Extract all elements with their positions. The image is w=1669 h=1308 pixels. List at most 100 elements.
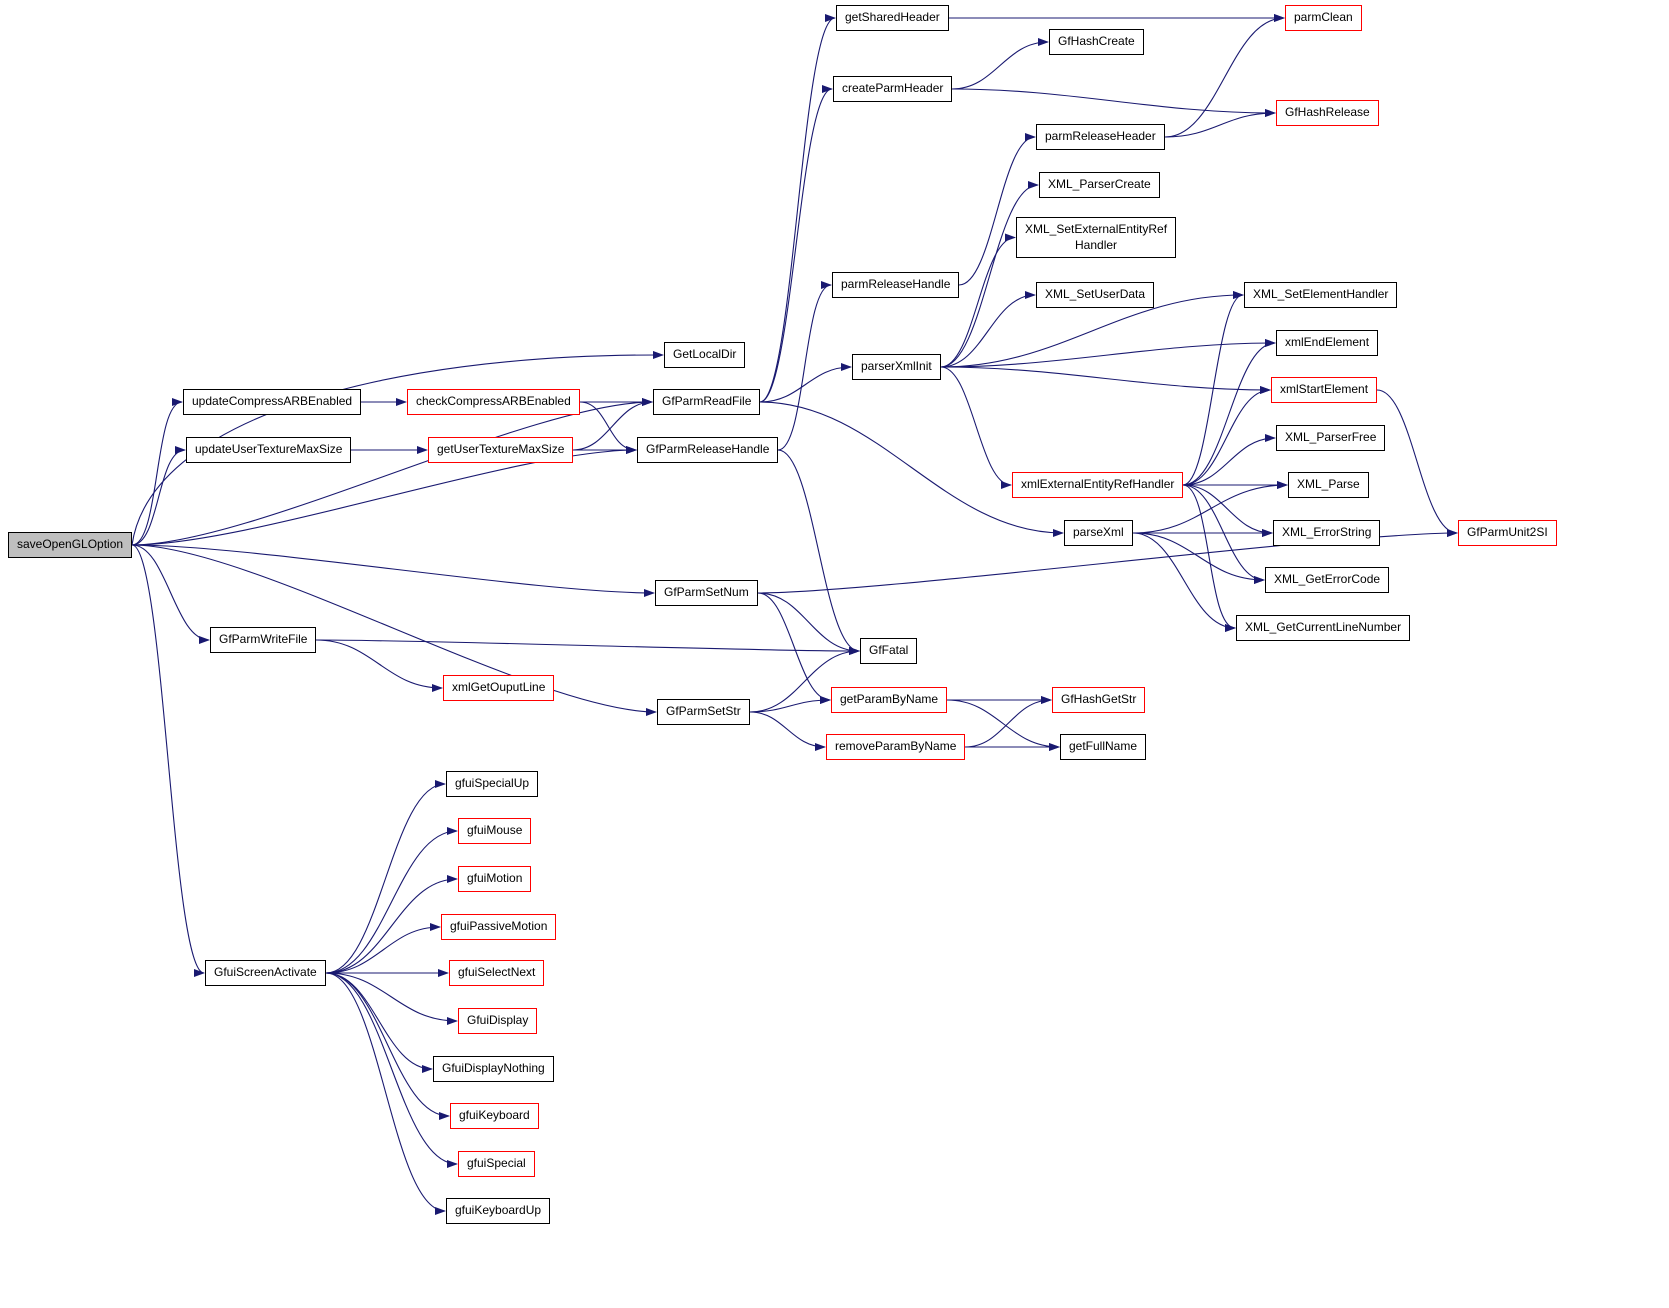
edge-GfuiScreenActivate-GfuiDisplay [325,972,458,1025]
edge-GfuiScreenActivate-gfuiPassiveMotion [325,923,441,974]
node-GfParmSetStr[interactable]: GfParmSetStr [657,699,750,725]
node-GfParmReadFile[interactable]: GfParmReadFile [653,389,761,415]
edge-checkCompressARBEnabled-GfParmReleaseHandle [579,401,637,454]
edge-parmReleaseHeader-GfHashRelease [1164,109,1276,138]
edge-GfParmSetNum-GfFatal [757,592,860,655]
node-GfuiDisplay[interactable]: GfuiDisplay [458,1008,538,1034]
node-gfuiSelectNext[interactable]: gfuiSelectNext [449,960,545,986]
edge-GfParmSetStr-getParamByName [749,696,831,713]
edge-GfParmSetNum-GfParmUnit2SI [757,529,1458,594]
node-updateCompressARBEnabled[interactable]: updateCompressARBEnabled [183,389,362,415]
node-gfuiSpecial[interactable]: gfuiSpecial [458,1151,535,1177]
edge-GfuiScreenActivate-gfuiKeyboard [325,972,450,1120]
edge-getUserTextureMaxSize-GfParmReadFile [572,398,653,451]
edge-parseXml-XML_GetCurrentLineNumber [1132,532,1236,632]
edge-saveOpenGLOption-GfParmSetStr [131,544,657,716]
node-XML_ErrorString[interactable]: XML_ErrorString [1273,520,1381,546]
node-GfParmWriteFile[interactable]: GfParmWriteFile [210,627,317,653]
node-updateUserTextureMaxSize[interactable]: updateUserTextureMaxSize [186,437,352,463]
edge-parserXmlInit-XML_ParserCreate [940,181,1039,368]
node-XML_GetCurrentLineNumber[interactable]: XML_GetCurrentLineNumber [1236,615,1411,641]
edge-xmlStartElement-GfParmUnit2SI [1376,389,1458,537]
edge-getParamByName-getFullName [946,699,1060,751]
edge-saveOpenGLOption-GfParmSetNum [131,544,655,597]
node-getFullName[interactable]: getFullName [1060,734,1147,760]
node-GfuiDisplayNothing[interactable]: GfuiDisplayNothing [433,1056,554,1082]
node-xmlGetOuputLine[interactable]: xmlGetOuputLine [443,675,555,701]
node-xmlExternalEntityRefHandler[interactable]: xmlExternalEntityRefHandler [1012,472,1184,498]
node-XML_SetExternalEntityRefHandler[interactable]: XML_SetExternalEntityRef Handler [1016,217,1177,259]
edge-GfParmWriteFile-GfFatal [315,639,860,655]
edge-saveOpenGLOption-updateCompressARBEnabled [131,398,183,546]
node-GfFatal[interactable]: GfFatal [860,638,918,664]
edge-removeParamByName-GfHashGetStr [964,696,1052,748]
node-xmlEndElement[interactable]: xmlEndElement [1276,330,1379,356]
node-GfuiScreenActivate[interactable]: GfuiScreenActivate [205,960,326,986]
node-GfParmSetNum[interactable]: GfParmSetNum [655,580,758,606]
edge-GfParmWriteFile-xmlGetOuputLine [315,639,443,692]
node-GfHashGetStr[interactable]: GfHashGetStr [1052,687,1146,713]
edge-xmlExternalEntityRefHandler-xmlStartElement [1182,386,1271,486]
edge-parserXmlInit-XML_SetUserData [940,291,1036,368]
node-XML_SetUserData[interactable]: XML_SetUserData [1036,282,1155,308]
edge-GfParmSetNum-getParamByName [757,592,831,704]
edge-xmlExternalEntityRefHandler-XML_ParserFree [1182,434,1276,486]
edge-GfuiScreenActivate-gfuiMouse [325,827,458,974]
node-createParmHeader[interactable]: createParmHeader [833,76,953,102]
node-gfuiMotion[interactable]: gfuiMotion [458,866,532,892]
node-GfParmUnit2SI[interactable]: GfParmUnit2SI [1458,520,1557,546]
node-xmlStartElement[interactable]: xmlStartElement [1271,377,1378,403]
edge-parmReleaseHandle-parmReleaseHeader [958,133,1036,286]
edge-saveOpenGLOption-GfParmWriteFile [131,544,210,644]
node-parmClean[interactable]: parmClean [1285,5,1362,31]
node-getParamByName[interactable]: getParamByName [831,687,948,713]
edge-GfParmReleaseHandle-GfFatal [777,449,860,655]
node-parmReleaseHandle[interactable]: parmReleaseHandle [832,272,960,298]
edge-GfuiScreenActivate-gfuiSpecialUp [325,780,446,974]
node-getUserTextureMaxSize[interactable]: getUserTextureMaxSize [428,437,574,463]
edge-GfParmReadFile-getSharedHeader [759,14,836,403]
node-getSharedHeader[interactable]: getSharedHeader [836,5,949,31]
edge-saveOpenGLOption-GfParmReadFile [131,398,653,546]
edge-parserXmlInit-XML_SetElementHandler [940,291,1244,368]
edge-GfParmReadFile-createParmHeader [759,85,833,403]
edge-saveOpenGLOption-updateUserTextureMaxSize [131,446,186,546]
node-GfParmReleaseHandle[interactable]: GfParmReleaseHandle [637,437,779,463]
edge-xmlExternalEntityRefHandler-xmlEndElement [1182,339,1276,486]
edge-saveOpenGLOption-GfuiScreenActivate [131,544,205,977]
node-XML_SetElementHandler[interactable]: XML_SetElementHandler [1244,282,1398,308]
node-parserXmlInit[interactable]: parserXmlInit [852,354,941,380]
node-GetLocalDir[interactable]: GetLocalDir [664,342,746,368]
edge-GfuiScreenActivate-gfuiKeyboardUp [325,972,446,1215]
edge-GfParmSetStr-removeParamByName [749,711,826,751]
node-gfuiKeyboardUp[interactable]: gfuiKeyboardUp [446,1198,551,1224]
edge-xmlExternalEntityRefHandler-XML_ErrorString [1182,484,1273,537]
edge-GfParmReadFile-parseXml [759,401,1064,537]
node-GfHashRelease[interactable]: GfHashRelease [1276,100,1379,126]
node-parseXml[interactable]: parseXml [1064,520,1133,546]
node-XML_GetErrorCode[interactable]: XML_GetErrorCode [1265,567,1390,593]
edge-parserXmlInit-xmlExternalEntityRefHandler [940,366,1012,489]
node-gfuiMouse[interactable]: gfuiMouse [458,818,532,844]
edge-parseXml-XML_Parse [1132,481,1288,534]
node-saveOpenGLOption[interactable]: saveOpenGLOption [8,532,133,558]
edge-GfuiScreenActivate-gfuiMotion [325,875,458,974]
edge-parserXmlInit-xmlEndElement [940,339,1276,368]
edge-parserXmlInit-xmlStartElement [940,366,1271,394]
node-XML_ParserFree[interactable]: XML_ParserFree [1276,425,1386,451]
node-XML_ParserCreate[interactable]: XML_ParserCreate [1039,172,1160,198]
node-parmReleaseHeader[interactable]: parmReleaseHeader [1036,124,1165,150]
node-gfuiKeyboard[interactable]: gfuiKeyboard [450,1103,539,1129]
node-gfuiSpecialUp[interactable]: gfuiSpecialUp [446,771,539,797]
edge-createParmHeader-GfHashCreate [951,38,1049,90]
node-XML_Parse[interactable]: XML_Parse [1288,472,1369,498]
node-GfHashCreate[interactable]: GfHashCreate [1049,29,1144,55]
edge-createParmHeader-GfHashRelease [951,88,1276,117]
node-gfuiPassiveMotion[interactable]: gfuiPassiveMotion [441,914,557,940]
edge-GfParmReadFile-parserXmlInit [759,363,852,403]
node-checkCompressARBEnabled[interactable]: checkCompressARBEnabled [407,389,580,415]
node-removeParamByName[interactable]: removeParamByName [826,734,966,760]
edge-parserXmlInit-XML_SetExternalEntityRefHandler [940,233,1016,368]
